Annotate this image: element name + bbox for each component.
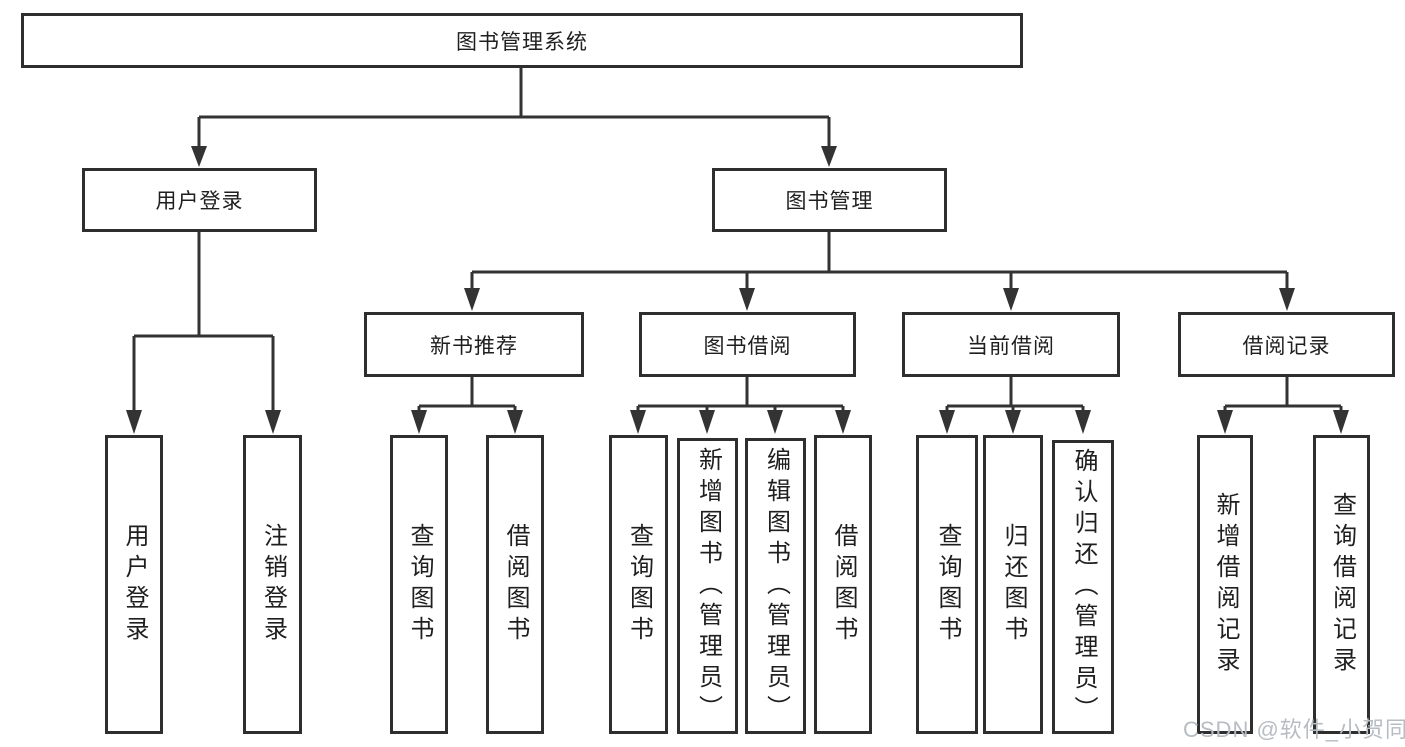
node-label: 新增图书（管理员） <box>694 446 722 726</box>
node-label: 用户登录 <box>155 190 244 213</box>
leaf-return-books: 归还图书 <box>983 435 1043 734</box>
node-label: 借阅图书 <box>830 522 857 647</box>
leaf-borrow-books-recommend: 借阅图书 <box>486 435 544 734</box>
node-user-login: 用户登录 <box>82 168 317 232</box>
node-label: 用户登录 <box>121 522 148 647</box>
node-label: 新书推荐 <box>430 334 518 358</box>
leaf-query-books-recommend: 查询图书 <box>390 435 448 734</box>
node-label: 注销登录 <box>259 522 287 647</box>
leaf-add-books-admin: 新增图书（管理员） <box>677 438 738 734</box>
leaf-query-books-borrow: 查询图书 <box>609 435 668 734</box>
node-book-management: 图书管理 <box>712 168 947 232</box>
leaf-query-borrow-record: 查询借阅记录 <box>1313 435 1370 734</box>
node-label: 查询图书 <box>406 522 433 647</box>
leaf-confirm-return-admin: 确认归还（管理员） <box>1052 440 1114 734</box>
node-label: 归还图书 <box>1000 522 1027 647</box>
node-new-book-recommend: 新书推荐 <box>364 312 584 377</box>
node-label: 新增借阅记录 <box>1212 491 1239 678</box>
node-current-borrow: 当前借阅 <box>902 312 1120 377</box>
node-book-borrow: 图书借阅 <box>639 312 856 377</box>
node-label: 查询图书 <box>625 522 653 647</box>
leaf-edit-books-admin: 编辑图书（管理员） <box>745 438 806 734</box>
leaf-query-books-current: 查询图书 <box>916 435 978 734</box>
csdn-watermark: CSDN @软件_小贺同学 <box>1183 717 1405 742</box>
node-label: 借阅记录 <box>1242 334 1331 358</box>
node-label: 查询借阅记录 <box>1328 491 1356 678</box>
leaf-borrow-books: 借阅图书 <box>814 435 872 734</box>
node-root-system: 图书管理系统 <box>21 13 1023 68</box>
node-label: 图书管理系统 <box>456 30 588 54</box>
node-label: 图书借阅 <box>703 334 792 358</box>
node-label: 当前借阅 <box>967 334 1055 358</box>
node-label: 查询图书 <box>934 522 961 647</box>
leaf-add-borrow-record: 新增借阅记录 <box>1197 435 1253 734</box>
leaf-user-login: 用户登录 <box>105 435 163 734</box>
node-label: 编辑图书（管理员） <box>762 446 790 726</box>
node-borrow-record: 借阅记录 <box>1178 312 1395 377</box>
node-label: 借阅图书 <box>502 522 529 647</box>
node-label: 确认归还（管理员） <box>1070 447 1097 727</box>
leaf-logout: 注销登录 <box>243 435 302 734</box>
node-label: 图书管理 <box>785 190 874 213</box>
